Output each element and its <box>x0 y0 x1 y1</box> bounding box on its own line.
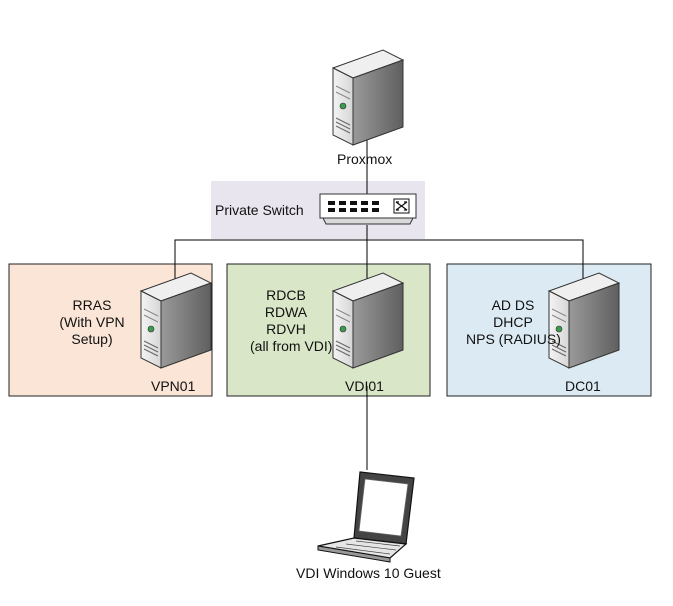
vpn01-roles: RRAS (With VPN Setup) <box>52 297 132 348</box>
connection-lines <box>174 140 584 470</box>
guest-label: VDI Windows 10 Guest <box>296 565 441 581</box>
vdi01-server-icon <box>332 272 404 369</box>
vdi01-role: (all from VDI) <box>250 338 333 354</box>
vdi01-label: VDI01 <box>345 378 384 394</box>
dc01-role: DHCP <box>493 314 533 330</box>
proxmox-server-icon <box>332 49 404 146</box>
proxmox-label: Proxmox <box>337 151 393 167</box>
dc01-role: NPS (RADIUS) <box>466 331 561 347</box>
dc01-label: DC01 <box>565 378 601 394</box>
vpn01-role: RRAS <box>72 297 112 313</box>
network-switch-icon <box>319 193 417 225</box>
vpn01-server-icon <box>140 272 212 369</box>
vdi01-role: RDWA <box>264 304 308 320</box>
dc01-role: AD DS <box>491 297 535 313</box>
vdi01-role: RDVH <box>266 321 306 337</box>
vdi01-roles: RDCB RDWA RDVH (all from VDI) <box>250 287 333 355</box>
laptop-icon <box>317 471 415 563</box>
vpn01-label: VPN01 <box>151 378 196 394</box>
vpn01-role: Setup) <box>71 331 113 347</box>
vpn01-role: (With VPN <box>59 314 125 330</box>
dc01-roles: AD DS DHCP NPS (RADIUS) <box>466 297 561 348</box>
vdi01-role: RDCB <box>266 287 306 303</box>
switch-label: Private Switch <box>215 202 304 218</box>
